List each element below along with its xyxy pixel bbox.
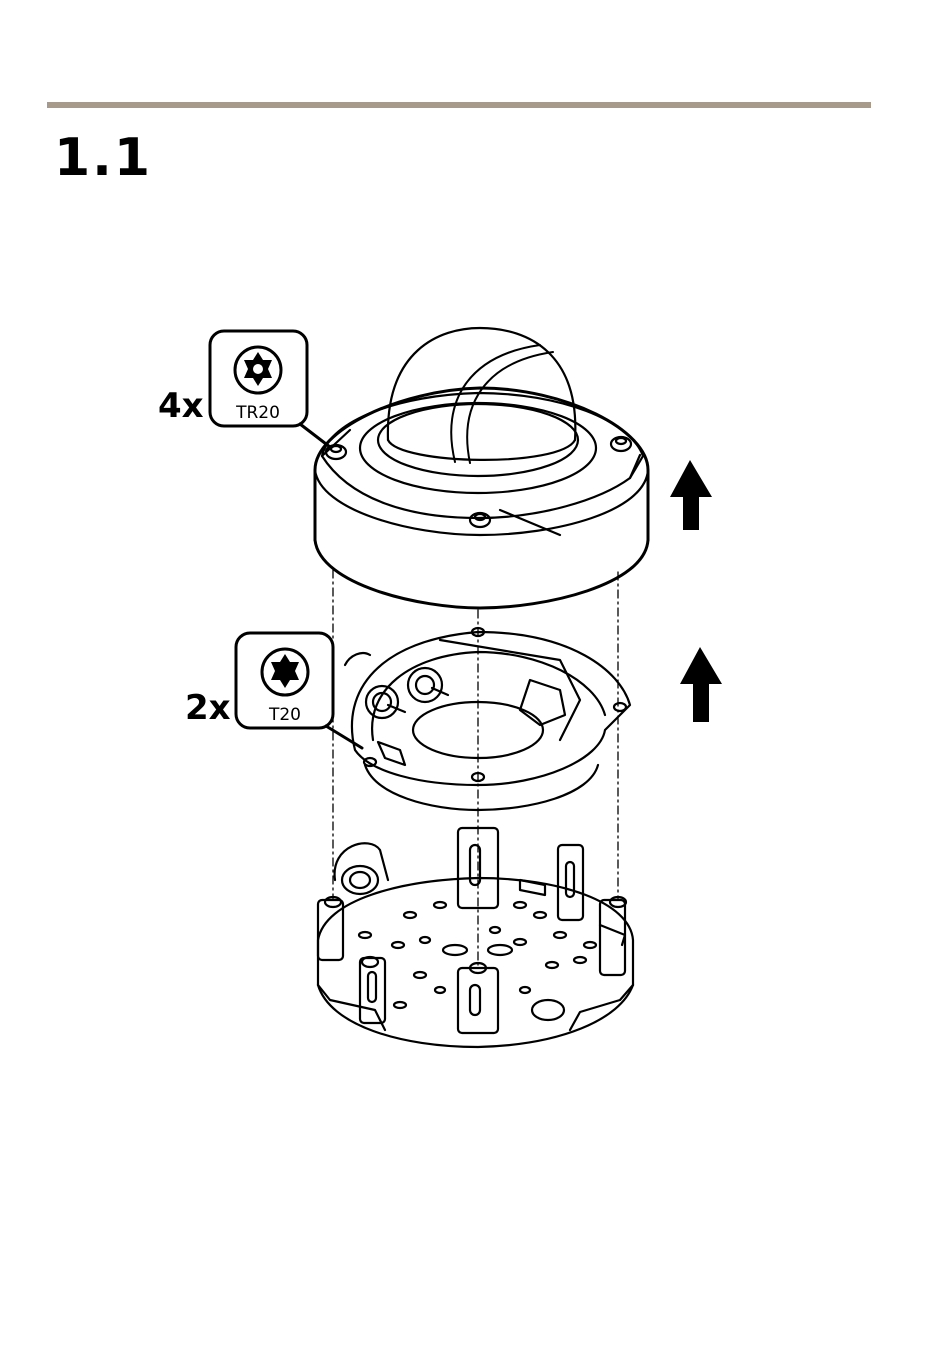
lift-arrow-up-icon (670, 460, 712, 530)
callout-bit-label-2: T20 (268, 705, 301, 725)
mounting-bracket (318, 828, 633, 1047)
callout-bit-label-1: TR20 (235, 403, 280, 423)
dome-camera-cover (315, 328, 648, 608)
lift-arrow-up-icon (680, 647, 722, 722)
camera-housing-ring (345, 628, 630, 810)
torx-bit-icon (262, 649, 308, 695)
torx-security-bit-icon (235, 347, 281, 393)
